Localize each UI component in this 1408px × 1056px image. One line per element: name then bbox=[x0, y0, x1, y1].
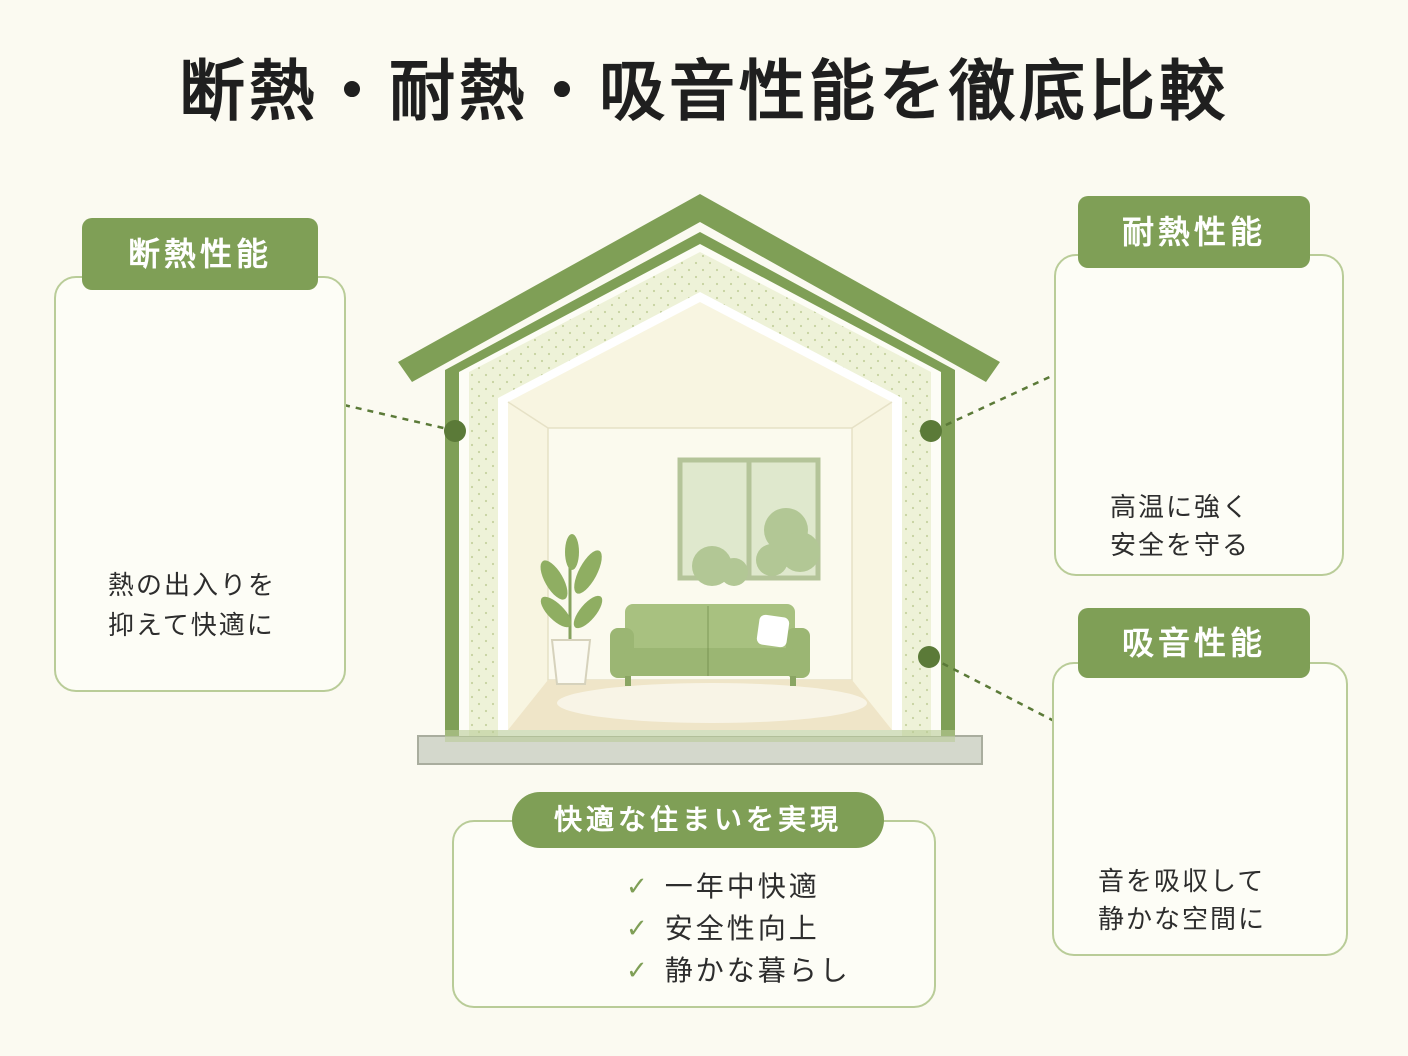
connector-dot-sound bbox=[918, 646, 940, 668]
benefit-item: ✓静かな暮らし bbox=[626, 950, 851, 992]
insulation-desc-line2: 抑えて快適に bbox=[108, 611, 275, 641]
connector-dot-heat bbox=[920, 420, 942, 442]
check-icon: ✓ bbox=[626, 914, 651, 944]
heat-resistance-tag: 耐熱性能 bbox=[1078, 196, 1310, 268]
check-icon: ✓ bbox=[626, 956, 651, 986]
page-title: 断熱・耐熱・吸音性能を徹底比較 bbox=[179, 53, 1229, 130]
potted-plant bbox=[540, 534, 603, 685]
benefit-item: ✓一年中快適 bbox=[626, 866, 851, 908]
sound-absorption-desc-line1: 音を吸収して bbox=[1098, 867, 1266, 897]
sound-absorption-desc-line2: 静かな空間に bbox=[1098, 905, 1267, 935]
sound-absorption-tag: 吸音性能 bbox=[1078, 608, 1310, 678]
house-cross-section bbox=[398, 194, 1000, 765]
comfort-tag: 快適な住まいを実現 bbox=[512, 792, 884, 848]
window bbox=[677, 457, 821, 586]
connector-lines bbox=[343, 372, 1057, 724]
heat-resistance-panel bbox=[1054, 254, 1344, 576]
heat-resistance-desc-line2: 安全を守る bbox=[1110, 531, 1251, 561]
benefit-item: ✓安全性向上 bbox=[626, 908, 851, 950]
insulation-panel bbox=[54, 276, 346, 692]
comfort-benefit-list: ✓一年中快適 ✓安全性向上 ✓静かな暮らし bbox=[626, 866, 851, 992]
insulation-tag: 断熱性能 bbox=[82, 218, 318, 290]
heat-resistance-desc-line1: 高温に強く bbox=[1110, 493, 1251, 523]
insulation-desc-line1: 熱の出入りを bbox=[108, 571, 277, 601]
connector-dot-insulation bbox=[444, 420, 466, 442]
sofa bbox=[610, 604, 810, 686]
check-icon: ✓ bbox=[626, 872, 651, 902]
